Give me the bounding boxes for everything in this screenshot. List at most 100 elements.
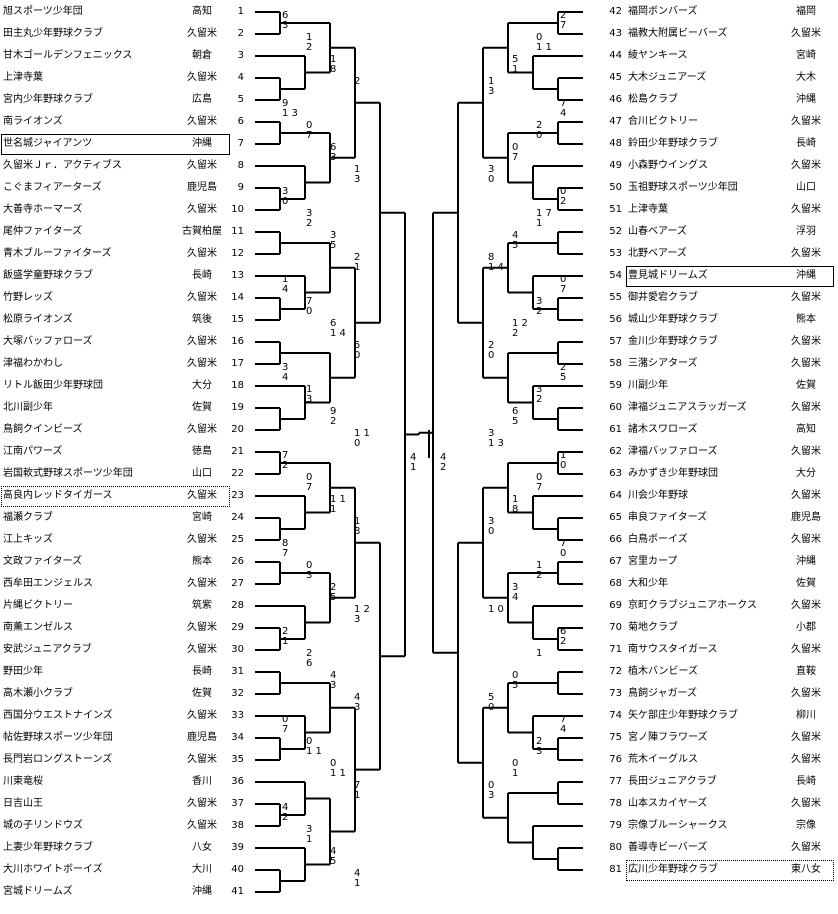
team-name: 植木バンビーズ <box>628 666 698 677</box>
team-name: 宗像ブルーシャークス <box>628 820 728 831</box>
team-number: 55 <box>609 292 622 303</box>
team-name: 久留米Ｊｒ．アクティブス <box>3 160 122 171</box>
team-prefecture: 久留米 <box>187 798 217 809</box>
score-label: 9 <box>330 406 337 417</box>
team-name: こぐまフィアーターズ <box>3 182 102 193</box>
team-prefecture: 大分 <box>796 468 816 479</box>
team-prefecture: 久留米 <box>187 248 217 259</box>
score-label: 5 <box>330 240 337 251</box>
team-prefecture: 沖縄 <box>192 886 212 897</box>
team-prefecture: 久留米 <box>187 424 217 435</box>
team-number: 12 <box>231 248 244 259</box>
score-label: 5 <box>354 340 361 351</box>
score-label: 2 <box>560 196 567 207</box>
team-name: 松島クラブ <box>628 94 678 105</box>
team-prefecture: 熊本 <box>796 314 816 325</box>
team-number: 45 <box>609 72 622 83</box>
team-number: 30 <box>231 644 244 655</box>
